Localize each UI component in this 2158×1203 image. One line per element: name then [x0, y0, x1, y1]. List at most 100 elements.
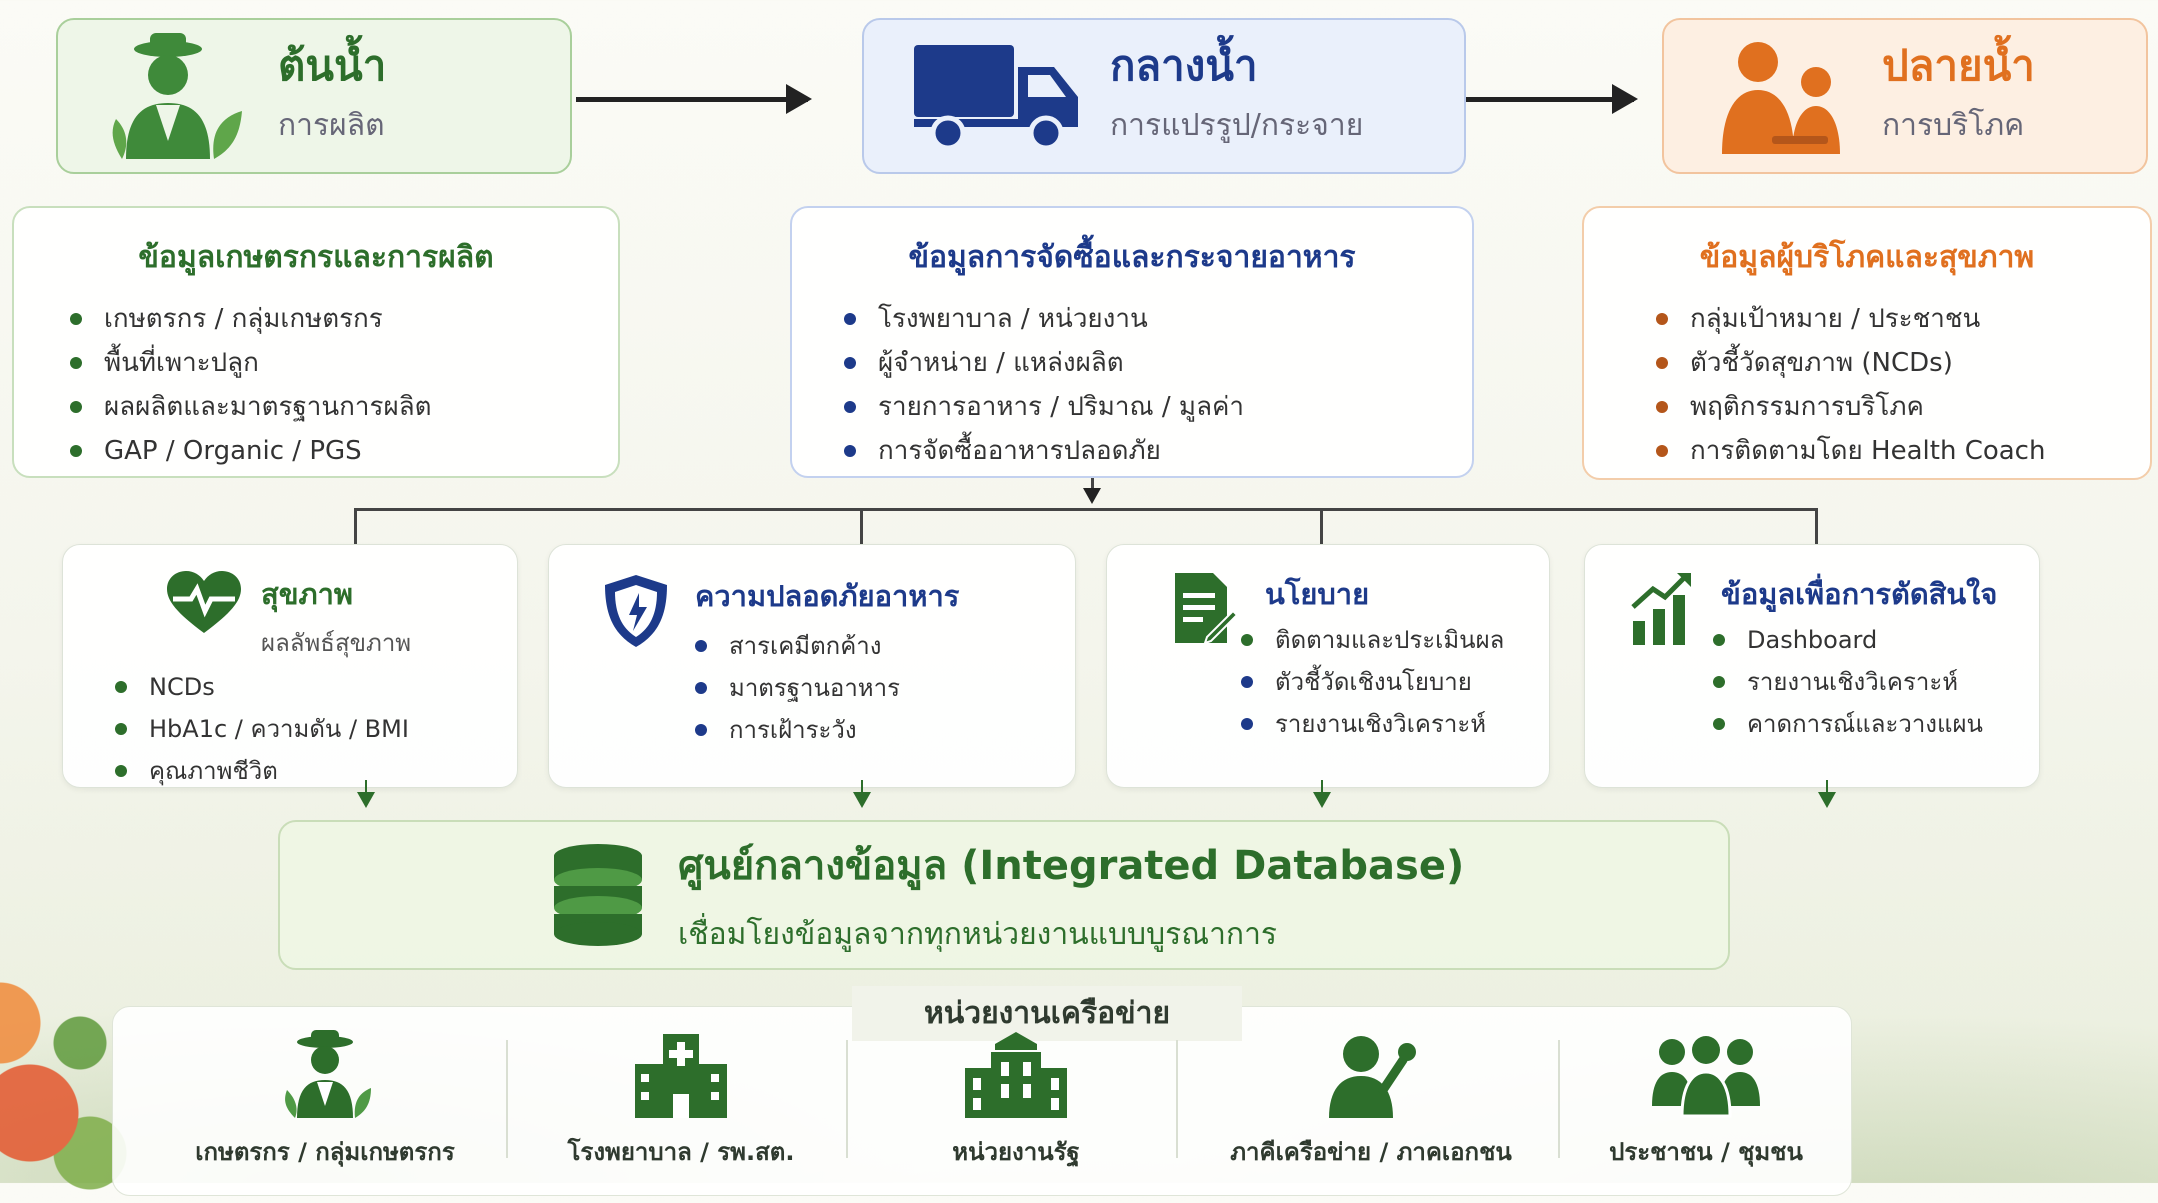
network-label: ประชาชน / ชุมชน [1609, 1138, 1803, 1166]
list-item: ผลผลิตและมาตรฐานการผลิต [70, 385, 588, 429]
farmer-icon [285, 1030, 371, 1118]
card-title: ความปลอดภัยอาหาร [695, 579, 960, 613]
list-item: คาดการณ์และวางแผน [1713, 703, 1997, 745]
card-health: สุขภาพ ผลลัพธ์สุขภาพ NCDs HbA1c / ความดั… [62, 544, 518, 788]
list-item: เกษตรกร / กลุ่มเกษตรกร [70, 297, 588, 341]
card-decision: ข้อมูลเพื่อการตัดสินใจ Dashboard รายงานเ… [1584, 544, 2040, 788]
card-title: นโยบาย [1265, 577, 1370, 611]
community-icon [1652, 1036, 1760, 1118]
stage-subtitle: การผลิต [278, 107, 385, 143]
connector-drop [354, 508, 357, 544]
connector-horizontal [354, 508, 1818, 511]
list-item: HbA1c / ความดัน / BMI [115, 708, 517, 750]
down-arrow [853, 792, 871, 808]
arrow-stem [1826, 780, 1828, 794]
list-item: รายงานเชิงวิเคราะห์ [1713, 661, 1997, 703]
info-list: กลุ่มเป้าหมาย / ประชาชน ตัวชี้วัดสุขภาพ … [1614, 297, 2120, 473]
connector-drop [1320, 508, 1323, 544]
info-downstream: ข้อมูลผู้บริโภคและสุขภาพ กลุ่มเป้าหมาย /… [1582, 206, 2152, 480]
connector-arrow [1083, 488, 1101, 504]
database-title: ศูนย์กลางข้อมูล (Integrated Database) [678, 842, 1465, 889]
list-item: ตัวชี้วัดสุขภาพ (NCDs) [1656, 341, 2120, 385]
list-item: รายการอาหาร / ปริมาณ / มูลค่า [844, 385, 1442, 429]
divider [1558, 1040, 1560, 1158]
network-item: ภาคีเครือข่าย / ภาคเอกชน [1186, 1030, 1556, 1171]
network-item: โรงพยาบาล / รพ.สต. [516, 1030, 846, 1171]
connector-drop [1815, 508, 1818, 544]
stage-subtitle: การแปรรูป/กระจาย [1110, 107, 1364, 143]
integrated-database-panel: ศูนย์กลางข้อมูล (Integrated Database) เช… [278, 820, 1730, 970]
family-icon [1722, 42, 1840, 154]
heart-pulse-icon [167, 571, 241, 633]
card-list: ติดตามและประเมินผล ตัวชี้วัดเชิงนโยบาย ร… [1241, 619, 1504, 745]
list-item: พฤติกรรมการบริโภค [1656, 385, 2120, 429]
list-item: การติดตามโดย Health Coach [1656, 429, 2120, 473]
bar-chart-up-icon [1631, 573, 1691, 645]
stage-upstream: ต้นน้ำ การผลิต [56, 18, 572, 174]
list-item: กลุ่มเป้าหมาย / ประชาชน [1656, 297, 2120, 341]
network-item: หน่วยงานรัฐ [856, 1030, 1176, 1171]
arrow-stem [1321, 780, 1323, 794]
list-item: คุณภาพชีวิต [115, 750, 517, 792]
stage-downstream: ปลายน้ำ การบริโภค [1662, 18, 2148, 174]
list-item: ติดตามและประเมินผล [1241, 619, 1504, 661]
list-item: การจัดซื้ออาหารปลอดภัย [844, 429, 1442, 473]
farmer-icon [112, 33, 242, 159]
list-item: GAP / Organic / PGS [70, 429, 588, 473]
network-item: ประชาชน / ชุมชน [1566, 1030, 1846, 1171]
document-edit-icon [1175, 573, 1237, 645]
stage-title: กลางน้ำ [1110, 41, 1258, 91]
list-item: ตัวชี้วัดเชิงนโยบาย [1241, 661, 1504, 703]
info-midstream: ข้อมูลการจัดซื้อและกระจายอาหาร โรงพยาบาล… [790, 206, 1474, 478]
card-title: ข้อมูลเพื่อการตัดสินใจ [1721, 577, 1998, 611]
card-title: สุขภาพ [261, 577, 354, 611]
card-list: สารเคมีตกค้าง มาตรฐานอาหาร การเฝ้าระวัง [695, 625, 959, 751]
card-policy: นโยบาย ติดตามและประเมินผล ตัวชี้วัดเชิงน… [1106, 544, 1550, 788]
card-list: Dashboard รายงานเชิงวิเคราะห์ คาดการณ์แล… [1713, 619, 1997, 745]
divider [846, 1040, 848, 1158]
info-title: ข้อมูลผู้บริโภคและสุขภาพ [1699, 240, 2035, 275]
list-item: สารเคมีตกค้าง [695, 625, 959, 667]
divider [1176, 1040, 1178, 1158]
government-building-icon [965, 1032, 1067, 1118]
network-item: เกษตรกร / กลุ่มเกษตรกร [140, 1030, 510, 1171]
stage-subtitle: การบริโภค [1882, 107, 2025, 143]
hospital-icon [635, 1034, 727, 1118]
truck-icon [914, 45, 1078, 151]
divider [506, 1040, 508, 1158]
stage-title: ต้นน้ำ [278, 41, 387, 91]
flow-arrow-1 [576, 84, 812, 114]
shield-icon [605, 575, 667, 647]
info-list: เกษตรกร / กลุ่มเกษตรกร พื้นที่เพาะปลูก ผ… [44, 297, 588, 473]
network-label: โรงพยาบาล / รพ.สต. [567, 1138, 795, 1166]
network-label: ภาคีเครือข่าย / ภาคเอกชน [1230, 1138, 1512, 1166]
list-item: โรงพยาบาล / หน่วยงาน [844, 297, 1442, 341]
down-arrow [1818, 792, 1836, 808]
network-label: เกษตรกร / กลุ่มเกษตรกร [195, 1138, 455, 1166]
down-arrow [1313, 792, 1331, 808]
flow-arrow-2 [1466, 84, 1638, 114]
database-icon [554, 844, 642, 946]
network-title: หน่วยงานเครือข่าย [852, 986, 1242, 1041]
partner-icon [1329, 1036, 1416, 1118]
info-title: ข้อมูลการจัดซื้อและกระจายอาหาร [908, 240, 1356, 275]
arrow-stem [365, 780, 367, 794]
info-upstream: ข้อมูลเกษตรกรและการผลิต เกษตรกร / กลุ่มเ… [12, 206, 620, 478]
card-subtitle: ผลลัพธ์สุขภาพ [261, 629, 412, 657]
card-food-safety: ความปลอดภัยอาหาร สารเคมีตกค้าง มาตรฐานอา… [548, 544, 1076, 788]
list-item: รายงานเชิงวิเคราะห์ [1241, 703, 1504, 745]
card-list: NCDs HbA1c / ความดัน / BMI คุณภาพชีวิต [115, 666, 517, 792]
list-item: NCDs [115, 666, 517, 708]
list-item: การเฝ้าระวัง [695, 709, 959, 751]
info-title: ข้อมูลเกษตรกรและการผลิต [138, 240, 494, 275]
network-label: หน่วยงานรัฐ [952, 1138, 1080, 1166]
list-item: มาตรฐานอาหาร [695, 667, 959, 709]
stage-title: ปลายน้ำ [1882, 41, 2035, 91]
down-arrow [357, 792, 375, 808]
list-item: ผู้จำหน่าย / แหล่งผลิต [844, 341, 1442, 385]
arrow-stem [861, 780, 863, 794]
database-subtitle: เชื่อมโยงข้อมูลจากทุกหน่วยงานแบบบูรณาการ [678, 916, 1278, 952]
stage-midstream: กลางน้ำ การแปรรูป/กระจาย [862, 18, 1466, 174]
connector-drop [860, 508, 863, 544]
list-item: พื้นที่เพาะปลูก [70, 341, 588, 385]
